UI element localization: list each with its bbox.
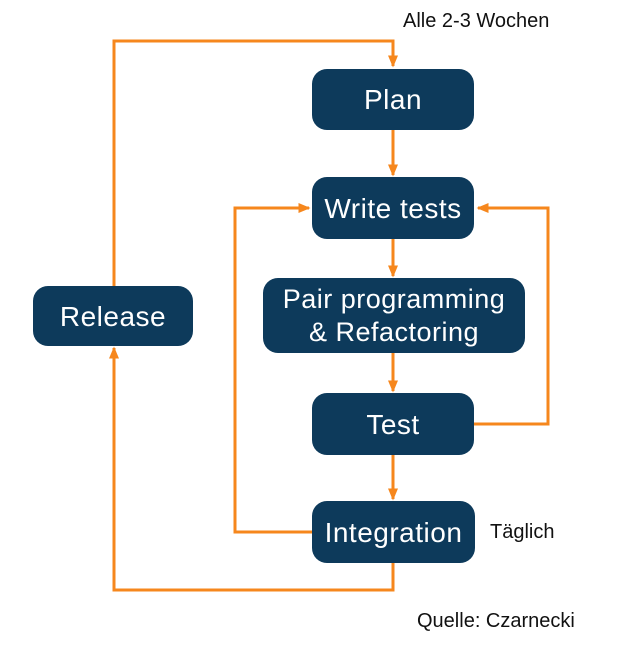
node-plan-label: Plan [363,84,423,115]
node-integration: Integration [312,501,475,563]
node-write-tests-label: Write tests [324,192,462,224]
node-release: Release [33,286,193,346]
node-integration-label: Integration [324,516,463,548]
daily-frequency-label: Täglich [490,521,555,543]
arrow-test-to-write-tests-loop [474,203,550,426]
arrow-integration-to-release [109,346,395,592]
node-pair-label-line1: Pair programming [282,283,506,314]
node-test-label: Test [366,408,420,440]
node-write-tests: Write tests [312,177,474,239]
node-pair-label-line2: & Refactoring [308,316,480,347]
node-release-label: Release [59,300,167,332]
node-pair-programming-refactoring: Pair programming & Refactoring [263,278,525,353]
source-credit-label: Quelle: Czarnecki [417,610,575,632]
cycle-frequency-label: Alle 2-3 Wochen [403,10,550,32]
node-plan: Plan [312,69,474,130]
node-test: Test [312,393,474,455]
arrow-integration-to-write-tests-loop [233,203,312,534]
arrow-release-to-plan [112,39,398,286]
